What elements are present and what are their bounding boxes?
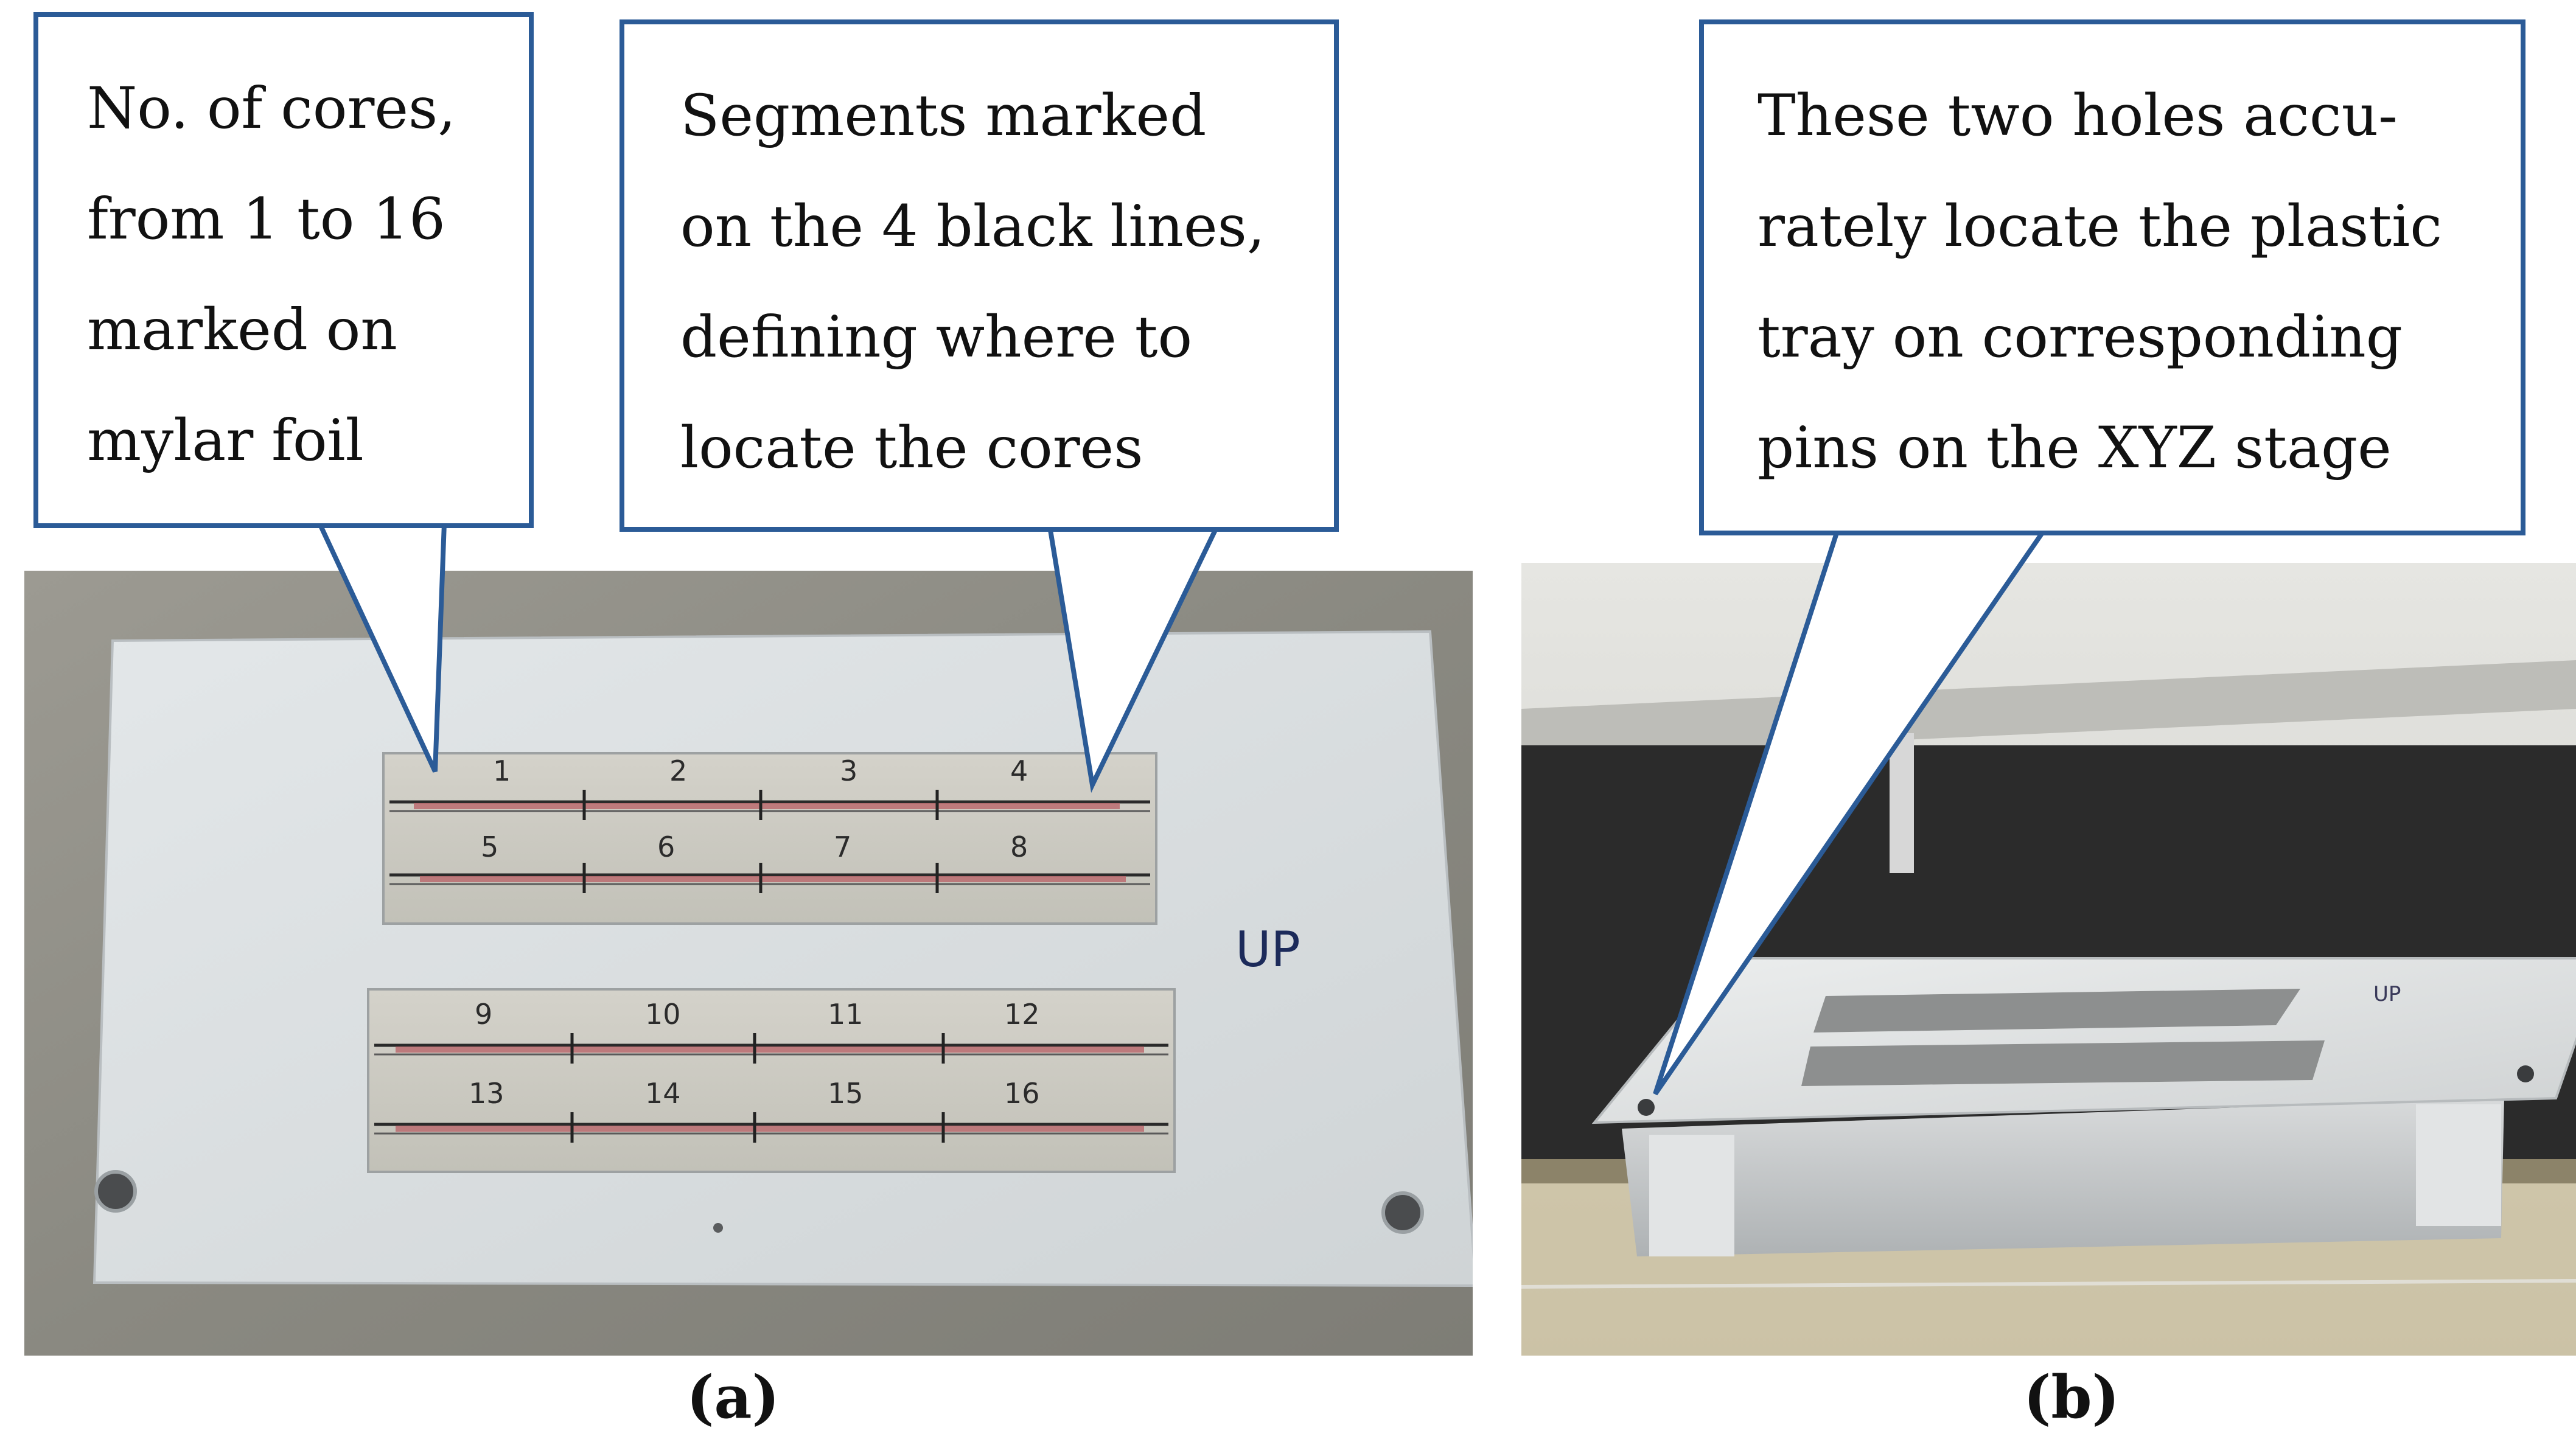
callout-line: defining where to xyxy=(680,304,1193,371)
core-numbers: 1 2 3 4 5 6 7 8 9 10 11 12 13 14 15 16 xyxy=(469,754,1040,1110)
core-line-3 xyxy=(374,1033,1168,1064)
mounting-hole-left xyxy=(94,1170,137,1213)
core-number: 1 xyxy=(493,754,511,787)
core-number: 12 xyxy=(1004,998,1040,1031)
pointer-b-holes xyxy=(1653,528,2047,1096)
core-line-4 xyxy=(374,1112,1168,1143)
caption-a: (a) xyxy=(686,1363,780,1432)
photo-a: 1 2 3 4 5 6 7 8 9 10 11 12 13 14 15 16 U… xyxy=(24,571,1473,1356)
core-number: 6 xyxy=(657,831,675,863)
core-number: 14 xyxy=(645,1077,681,1110)
callout-segments: Segments marked on the 4 black lines, de… xyxy=(620,19,1339,532)
tray-leg-left xyxy=(1649,1135,1734,1256)
locating-hole-right xyxy=(2517,1065,2534,1082)
callout-line: on the 4 black lines, xyxy=(680,193,1265,260)
callout-core-numbers: No. of cores, from 1 to 16 marked on myl… xyxy=(33,12,534,528)
core-number: 7 xyxy=(834,831,851,863)
core-number: 15 xyxy=(828,1077,864,1110)
core-line-2 xyxy=(389,863,1150,893)
small-hole xyxy=(713,1223,723,1233)
core-number: 9 xyxy=(475,998,492,1031)
callout-line: tray on corresponding xyxy=(1757,304,2403,371)
callout-line: locate the cores xyxy=(680,415,1143,481)
core-number: 8 xyxy=(1010,831,1028,863)
caption-b: (b) xyxy=(2023,1363,2120,1432)
callout-line: These two holes accu- xyxy=(1757,83,2398,149)
callout-line: marked on xyxy=(87,297,397,363)
tray-window-upper xyxy=(1813,989,2300,1033)
core-number: 10 xyxy=(645,998,681,1031)
core-number: 4 xyxy=(1010,754,1028,787)
pointer-a-cores xyxy=(317,522,447,773)
callout-line: Segments marked xyxy=(680,83,1207,149)
core-line-1 xyxy=(389,790,1150,820)
foil-window-upper xyxy=(382,752,1157,925)
callout-line: rately locate the plastic xyxy=(1757,193,2442,260)
mounting-hole-right xyxy=(1381,1191,1424,1234)
tray-marking-up: UP xyxy=(2373,982,2401,1006)
callout-line: pins on the XYZ stage xyxy=(1757,415,2392,481)
post xyxy=(1890,733,1914,873)
tray-body xyxy=(1622,1098,2504,1256)
tray-leg-right xyxy=(2416,1104,2501,1226)
core-number: 5 xyxy=(481,831,498,863)
core-number: 2 xyxy=(669,754,687,787)
core-number: 13 xyxy=(469,1077,504,1110)
core-number: 3 xyxy=(840,754,857,787)
glass-edge xyxy=(1521,1279,2576,1289)
callout-line: No. of cores, xyxy=(87,75,456,142)
core-number: 11 xyxy=(828,998,864,1031)
foil-window-lower xyxy=(367,988,1176,1173)
photo-a-drawing: 1 2 3 4 5 6 7 8 9 10 11 12 13 14 15 16 U… xyxy=(24,571,1473,1356)
pointer-a-segments xyxy=(1047,525,1220,793)
tray-window-lower xyxy=(1801,1040,2325,1086)
locating-hole-left xyxy=(1638,1099,1655,1116)
core-number: 16 xyxy=(1004,1077,1040,1110)
callout-line: from 1 to 16 xyxy=(87,186,445,253)
callout-locating-holes: These two holes accu- rately locate the … xyxy=(1699,19,2525,535)
plate-marking-up: UP xyxy=(1235,921,1300,978)
callout-line: mylar foil xyxy=(87,408,364,474)
